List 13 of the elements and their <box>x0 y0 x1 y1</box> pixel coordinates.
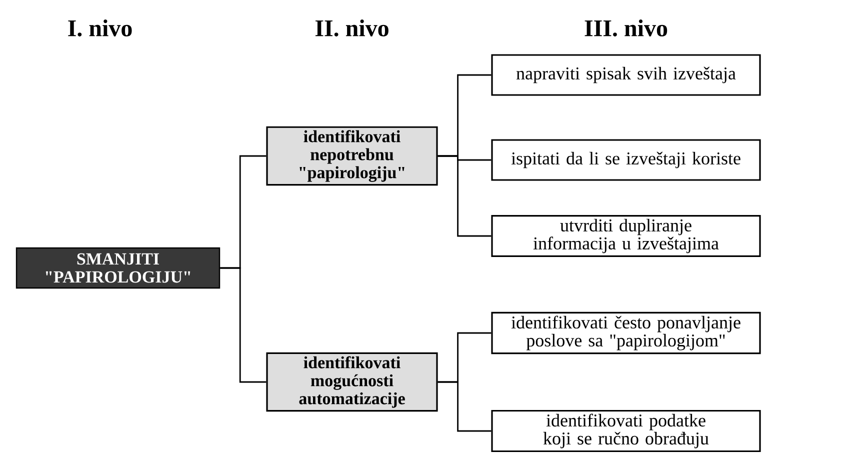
task-box: identifikovati često ponavljanje poslove sa "papirologijom" <box>491 312 761 354</box>
connector-line <box>438 155 492 237</box>
task-box: ispitati da li se izveštaji koriste <box>491 139 761 181</box>
connector-line <box>438 381 492 432</box>
level-heading: II. nivo <box>315 20 388 36</box>
subgoal-box: identifikovati mogućnosti automatizacije <box>266 352 438 412</box>
level-heading: I. nivo <box>68 20 132 36</box>
connector-line <box>220 267 266 383</box>
task-box: identifikovati podatke koji se ručno obrađuju <box>491 410 761 452</box>
subgoal-box: identifikovati nepotrebnu "papirologiju" <box>266 126 438 186</box>
task-box: utvrditi dupliranje informacija u izveštajima <box>491 215 761 257</box>
task-box: napraviti spisak svih izveštaja <box>491 54 761 96</box>
goal-box: SMANJITI "PAPIROLOGIJU" <box>16 247 220 289</box>
